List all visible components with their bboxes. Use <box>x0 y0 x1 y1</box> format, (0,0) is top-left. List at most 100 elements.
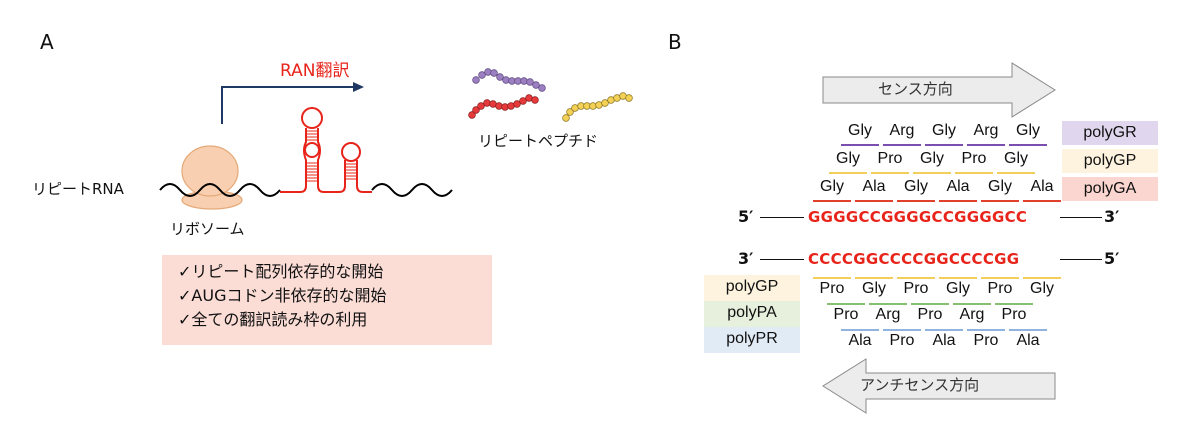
sense-left-end: 5′ <box>738 207 754 226</box>
rna-strand-left <box>159 183 281 197</box>
residue-label: Pro <box>903 280 929 297</box>
codon-overline <box>1023 277 1061 279</box>
codon-overline <box>995 303 1033 305</box>
peptide-bead <box>484 68 492 76</box>
residue-label: Gly <box>920 150 944 167</box>
residue-label: Pro <box>987 280 1013 297</box>
peptide-bead <box>477 102 485 110</box>
residue-label: Pro <box>877 150 903 167</box>
antisense-left-line <box>760 259 804 260</box>
residue-label: Gly <box>1016 122 1040 139</box>
residue-label: Ala <box>848 332 872 349</box>
codon-underline <box>913 172 951 174</box>
antisense-left-end: 3′ <box>738 249 754 268</box>
residue-label: Gly <box>988 178 1012 195</box>
codon-overline <box>925 329 963 331</box>
residue-label: Gly <box>946 280 970 297</box>
codon-overline <box>897 277 935 279</box>
residue-label: Gly <box>1004 150 1028 167</box>
codon-underline <box>883 144 921 146</box>
frame-tag-polygp: polyGP <box>1062 149 1158 173</box>
features-box: ✓リピート配列依存的な開始 ✓AUGコドン非依存的な開始 ✓全ての翻訳読み枠の利… <box>162 255 492 345</box>
residue-label: Arg <box>959 306 985 323</box>
residue-label: Pro <box>917 306 943 323</box>
feature-item: ✓全ての翻訳読み枠の利用 <box>178 310 368 329</box>
sense-right-end: 3′ <box>1104 207 1120 226</box>
peptide-bead <box>502 76 510 84</box>
codon-underline <box>967 144 1005 146</box>
residue-label: Pro <box>973 332 999 349</box>
antisense-right-end: 5′ <box>1104 249 1120 268</box>
codon-underline <box>955 172 993 174</box>
codon-overline <box>883 329 921 331</box>
peptide-bead <box>601 99 609 107</box>
repeat-peptide-label: リピートペプチド <box>478 132 599 150</box>
peptide-chain-red <box>468 94 539 119</box>
residue-label: Ala <box>946 178 970 195</box>
peptide-bead <box>478 71 486 79</box>
frame-tag-polyga: polyGA <box>1062 177 1158 201</box>
residue-label: Gly <box>820 178 844 195</box>
residue-label: Ala <box>1016 332 1040 349</box>
feature-item: ✓リピート配列依存的な開始 <box>178 262 384 281</box>
codon-underline <box>925 144 963 146</box>
peptide-bead <box>483 99 491 107</box>
peptide-bead <box>625 94 633 102</box>
codon-overline <box>953 303 991 305</box>
peptide-bead <box>531 96 539 104</box>
codon-overline <box>869 303 907 305</box>
panel-a-illustration <box>159 68 633 210</box>
codon-underline <box>939 200 977 202</box>
peptide-bead <box>532 81 540 89</box>
peptide-bead <box>562 114 570 122</box>
residue-label: Gly <box>932 122 956 139</box>
residue-label: Gly <box>1030 280 1054 297</box>
residue-label: Pro <box>961 150 987 167</box>
codon-overline <box>911 303 949 305</box>
sense-left-line <box>760 217 804 218</box>
peptide-bead <box>513 100 521 108</box>
peptide-bead <box>495 102 503 110</box>
codon-overline <box>855 277 893 279</box>
sense-sequence: GGGGCCGGGGCCGGGGCC <box>808 208 1028 226</box>
antisense-direction-label: アンチセンス方向 <box>860 376 980 394</box>
codon-underline <box>871 172 909 174</box>
peptide-bead <box>526 78 534 86</box>
peptide-bead <box>589 102 597 110</box>
peptide-bead <box>496 73 504 81</box>
codon-overline <box>841 329 879 331</box>
residue-label: Ala <box>1030 178 1054 195</box>
codon-underline <box>1023 200 1061 202</box>
peptide-bead <box>538 84 546 92</box>
residue-label: Pro <box>833 306 859 323</box>
peptide-bead <box>519 97 527 105</box>
codon-overline <box>981 277 1019 279</box>
peptide-bead <box>468 111 476 119</box>
peptide-chain-purple <box>472 68 546 92</box>
antisense-sequence: CCCCGGCCCCGGCCCCGG <box>808 250 1020 268</box>
sense-right-line <box>1060 217 1102 218</box>
ran-translation-label: RAN翻訳 <box>280 61 350 81</box>
residue-label: Pro <box>889 332 915 349</box>
peptide-bead <box>520 77 528 85</box>
residue-label: Ala <box>862 178 886 195</box>
codon-underline <box>1009 144 1047 146</box>
peptide-bead <box>472 76 480 84</box>
residue-label: Arg <box>889 122 915 139</box>
codon-overline <box>967 329 1005 331</box>
ribosome-label: リボソーム <box>170 220 245 238</box>
repeat-rna-label: リピートRNA <box>32 180 124 198</box>
codon-overline <box>939 277 977 279</box>
antisense-right-line <box>1060 259 1102 260</box>
residue-label: Gly <box>836 150 860 167</box>
residue-label: Gly <box>862 280 886 297</box>
codon-overline <box>827 303 865 305</box>
codon-underline <box>855 200 893 202</box>
feature-item: ✓AUGコドン非依存的な開始 <box>178 286 387 305</box>
codon-underline <box>981 200 1019 202</box>
residue-label: Ala <box>932 332 956 349</box>
residue-label: Arg <box>973 122 999 139</box>
panel-a-label: A <box>40 30 54 54</box>
peptide-chain-yellow <box>562 92 633 122</box>
peptide-bead <box>501 103 509 111</box>
